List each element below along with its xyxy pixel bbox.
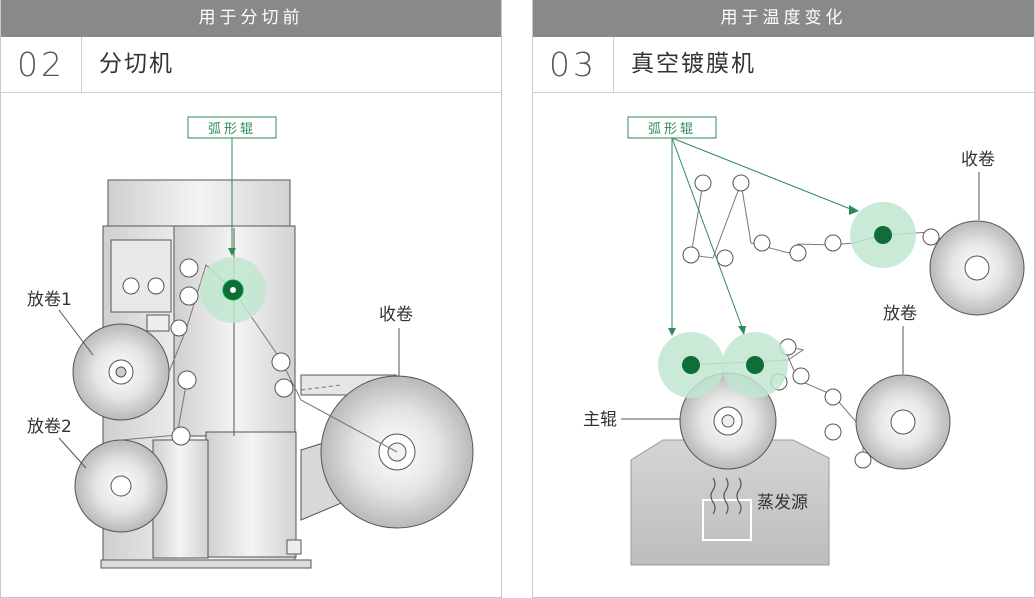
rewind-label: 收卷 (379, 305, 413, 325)
arc-roller-label: 弧形辊 (648, 122, 696, 137)
guide-rollers (122, 258, 294, 446)
main-roller-label: 主辊 (583, 410, 617, 430)
slitter-diagram: 弧形辊 放卷1 放卷2 收卷 (27, 116, 474, 569)
vacuum-coater-diagram: 弧形辊 收卷 放卷 主辊 蒸发源 (583, 116, 1025, 566)
panel-number: 03 (533, 37, 614, 92)
panel-header: 03 真空镀膜机 (533, 37, 1034, 93)
panel-header: 02 分切机 (1, 37, 501, 93)
unwind-label: 放卷 (883, 304, 917, 324)
unwind-1-label: 放卷1 (27, 290, 72, 310)
vacuum-coater-panel: 用于温度变化 03 真空镀膜机 (532, 0, 1035, 598)
panel-topbar: 用于温度变化 (533, 0, 1034, 37)
evaporation-chamber (630, 439, 830, 566)
rewind-disc (929, 220, 1025, 316)
unwind-2-disc (74, 439, 168, 533)
arc-roller-label: 弧形辊 (208, 122, 256, 137)
panel-title: 分切机 (99, 51, 174, 77)
slitter-panel: 用于分切前 02 分切机 (0, 0, 502, 598)
panel-number: 02 (1, 37, 82, 92)
unwind-disc (855, 374, 951, 470)
evaporation-waves (710, 477, 742, 515)
arc-roller-tag: 弧形辊 (627, 116, 859, 336)
unwind-1-disc (72, 323, 170, 421)
panel-title: 真空镀膜机 (631, 51, 756, 77)
evaporation-source-label: 蒸发源 (757, 493, 808, 513)
arc-roller-highlight (200, 257, 266, 323)
rewind-assembly (300, 374, 474, 529)
rewind-label: 收卷 (961, 150, 995, 170)
unwind-2-label: 放卷2 (27, 417, 72, 437)
arc-roller-highlights (658, 202, 916, 398)
panel-topbar: 用于分切前 (1, 0, 501, 37)
arc-roller-tag: 弧形辊 (187, 116, 277, 256)
